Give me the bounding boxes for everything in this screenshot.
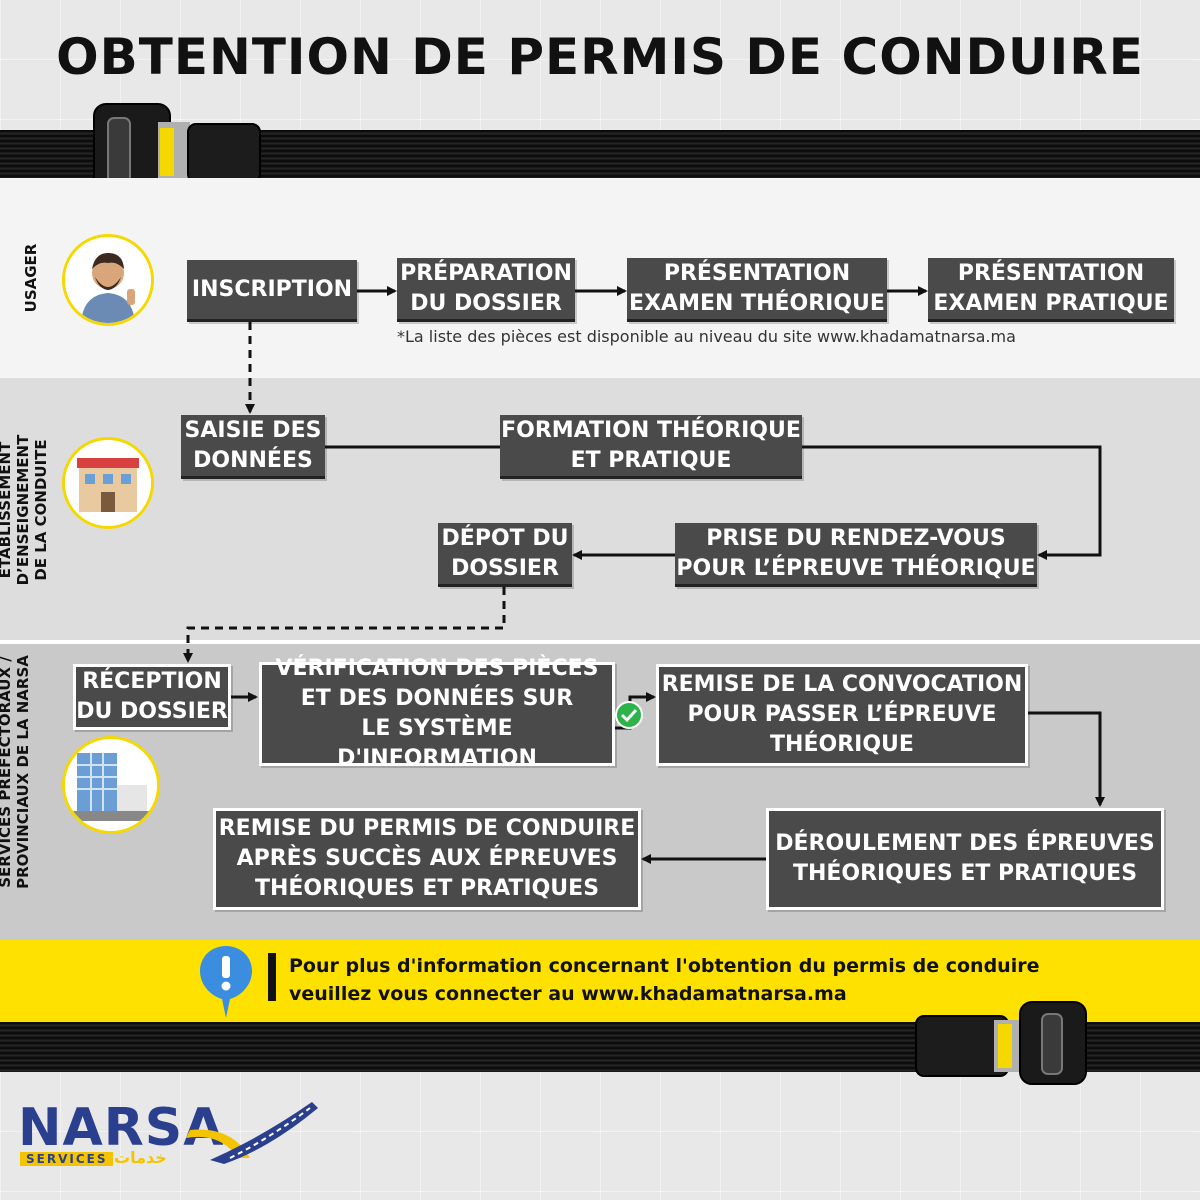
info-bar [268,953,276,1001]
info-alert-icon [198,944,254,1020]
road-logo-icon [180,1098,320,1168]
seatbelt-buckle-icon-bottom [912,998,1092,1086]
narsa-services-label: SERVICES [20,1152,113,1166]
check-icon [614,700,644,730]
info-line-1: Pour plus d'information concernant l'obt… [289,952,1169,980]
narsa-arabic-label: خدمات [114,1148,167,1167]
